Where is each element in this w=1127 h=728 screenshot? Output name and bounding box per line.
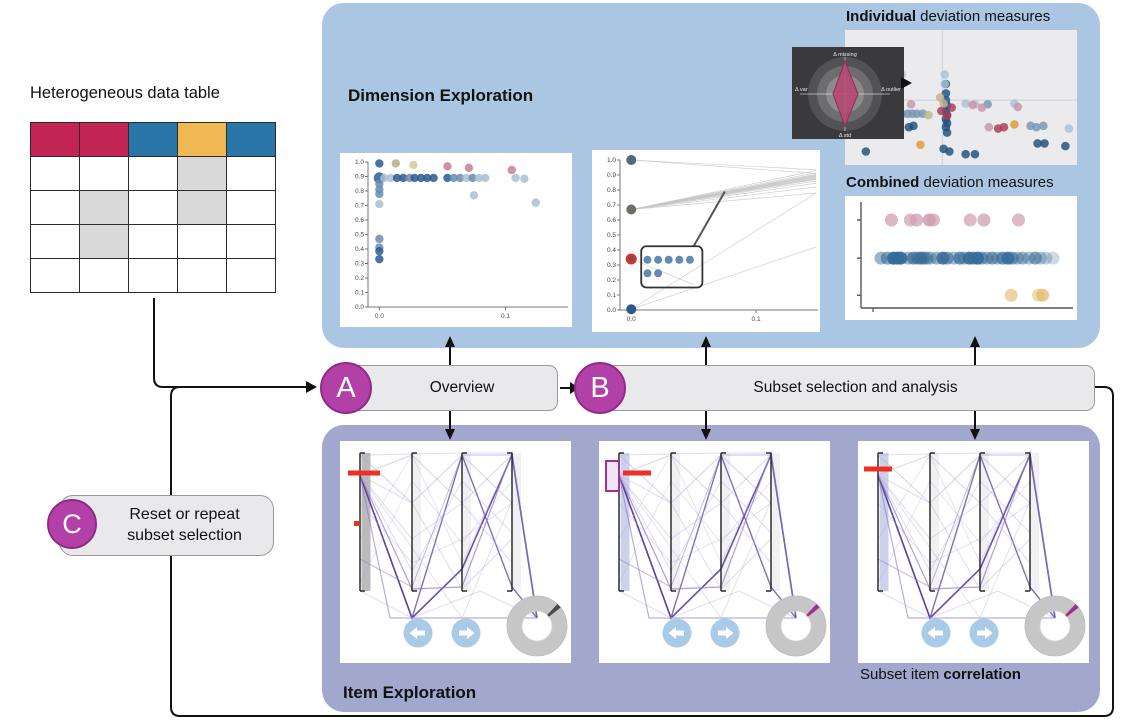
table-cell (128, 258, 178, 293)
table-cell (177, 224, 227, 259)
table-to-a-connector (153, 298, 306, 388)
step-a-badge: A (320, 362, 372, 414)
svg-text:0.5: 0.5 (355, 232, 364, 239)
svg-text:0.0: 0.0 (355, 304, 364, 311)
heterogeneous-data-table (30, 122, 276, 293)
svg-text:0.7: 0.7 (355, 203, 364, 210)
step-c-label-line2: subset selection (127, 526, 242, 544)
svg-text:0.1: 0.1 (752, 316, 761, 323)
table-cell (177, 258, 227, 293)
svg-text:0.3: 0.3 (607, 262, 616, 269)
step-c-badge: C (47, 499, 97, 549)
table-cell (128, 190, 178, 225)
step-c-label-line1: Reset or repeat (129, 505, 240, 523)
combined-deviation-plot (845, 196, 1077, 320)
svg-text:0.0: 0.0 (627, 316, 636, 323)
step-b-label: Subset selection and analysis (753, 379, 958, 396)
item-pcp-overview (340, 441, 571, 663)
item-pcp-subset-selected (599, 441, 830, 663)
svg-text:0.4: 0.4 (355, 246, 364, 253)
table-header-cell (79, 122, 129, 157)
data-table-title: Heterogeneous data table (30, 84, 220, 102)
svg-text:1.0: 1.0 (607, 157, 616, 164)
table-cell (79, 224, 129, 259)
dimension-scatter-plot: 0.0 0.1 0.2 0.3 0.4 0.5 0.6 0.7 0.8 0.9 1.0 0.0 0.1 (340, 153, 572, 327)
svg-text:0.8: 0.8 (355, 188, 364, 195)
svg-text:0.8: 0.8 (607, 187, 616, 194)
next-item-button[interactable] (969, 618, 999, 648)
svg-text:0.1: 0.1 (355, 290, 364, 297)
next-item-button[interactable] (710, 618, 740, 648)
table-cell (226, 224, 276, 259)
table-cell (30, 190, 80, 225)
item-pcp-subset-correlation (858, 441, 1089, 663)
table-cell (226, 258, 276, 293)
table-cell (226, 190, 276, 225)
table-cell (128, 156, 178, 191)
prev-item-button[interactable] (403, 618, 433, 648)
table-cell (177, 156, 227, 191)
step-a-label: Overview (429, 379, 495, 396)
svg-text:Δ var: Δ var (795, 87, 808, 93)
next-item-button[interactable] (451, 618, 481, 648)
table-cell (30, 258, 80, 293)
dimension-panel-title: Dimension Exploration (348, 86, 534, 105)
svg-text:Δ std: Δ std (839, 133, 851, 139)
table-cell (30, 224, 80, 259)
table-cell (177, 190, 227, 225)
a-arrowhead (306, 381, 317, 393)
table-header-cell (177, 122, 227, 157)
individual-deviation-label: Individual deviation measures (846, 8, 1051, 25)
step-b-badge: B (574, 362, 626, 414)
table-header-cell (30, 122, 80, 157)
data-table-grid (30, 122, 276, 293)
svg-text:0.2: 0.2 (355, 275, 364, 282)
svg-text:0.9: 0.9 (607, 172, 616, 179)
svg-text:0.5: 0.5 (607, 232, 616, 239)
svg-text:0.0: 0.0 (607, 307, 616, 314)
svg-text:Δ missing: Δ missing (833, 52, 857, 58)
svg-text:1.0: 1.0 (355, 159, 364, 166)
svg-text:0.9: 0.9 (355, 174, 364, 181)
svg-text:0.2: 0.2 (607, 277, 616, 284)
svg-text:Δ outlier: Δ outlier (881, 87, 901, 93)
table-header-cell (128, 122, 178, 157)
prev-item-button[interactable] (662, 618, 692, 648)
table-cell (79, 156, 129, 191)
svg-text:0.1: 0.1 (501, 313, 510, 320)
prev-item-button[interactable] (921, 618, 951, 648)
combined-deviation-label: Combined deviation measures (846, 174, 1054, 191)
svg-text:0.1: 0.1 (607, 292, 616, 299)
dimension-scatter-zoom-plot: 0.0 0.1 0.2 0.3 0.4 0.5 0.6 0.7 0.8 0.9 1.0 0.0 0.1 (592, 150, 820, 332)
item-panel-title: Item Exploration (343, 683, 477, 702)
table-header-cell (226, 122, 276, 157)
table-cell (79, 190, 129, 225)
subset-item-correlation-caption: Subset item correlation (860, 666, 1021, 683)
table-cell (79, 258, 129, 293)
svg-text:0.6: 0.6 (355, 217, 364, 224)
svg-text:0.3: 0.3 (355, 261, 364, 268)
svg-text:0.0: 0.0 (375, 313, 384, 320)
table-cell (226, 156, 276, 191)
table-cell (128, 224, 178, 259)
svg-text:0.6: 0.6 (607, 217, 616, 224)
svg-text:0.4: 0.4 (607, 247, 616, 254)
table-cell (30, 156, 80, 191)
svg-text:0.7: 0.7 (607, 202, 616, 209)
deviation-glyph: Δ missing Δ std Δ var Δ outlier (792, 47, 904, 139)
step-b-box: Subset selection and analysis (586, 365, 1095, 411)
